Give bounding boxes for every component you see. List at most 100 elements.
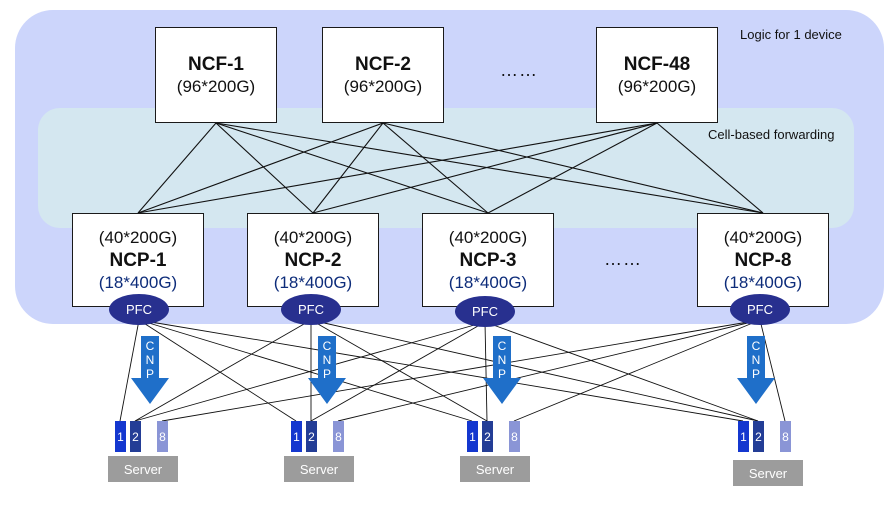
cnp-letter: P (498, 367, 506, 381)
pfc-badge-2: PFC (281, 294, 341, 325)
ncf-name: NCF-2 (355, 53, 411, 75)
access-link-ncp4-server3 (513, 319, 761, 422)
ncp-downlink: (18*400G) (448, 272, 528, 292)
cnp-letter: C (498, 339, 507, 353)
cnp-arrow-4: CNP (737, 336, 775, 404)
access-link-ncp3-server1 (134, 321, 486, 422)
cnp-letter: P (752, 367, 760, 381)
port-label: 2 (308, 429, 315, 444)
logic-label: Logic for 1 device (740, 27, 842, 42)
server-3: Server (460, 456, 530, 482)
access-link-ncp2-server1 (134, 319, 312, 422)
fabric-link-ncf1-ncp1 (137, 122, 217, 214)
cnp-arrow-shape (737, 336, 775, 404)
ncp-name: NCP-3 (459, 249, 517, 271)
access-link-ncp1-server2 (138, 319, 297, 422)
fabric-link-ncf3-ncp3 (487, 122, 658, 214)
fabric-link-ncf2-ncp3 (382, 122, 489, 214)
ncp-uplink: (40*200G) (723, 227, 803, 247)
server-4-port-1: 1 (738, 421, 749, 452)
ncf-capacity: (96*200G) (617, 76, 697, 96)
pfc-badge-3: PFC (455, 296, 515, 327)
cnp-letter: N (323, 353, 332, 367)
ncp-uplink: (40*200G) (98, 227, 178, 247)
port-label: 1 (117, 429, 124, 444)
cnp-arrow-1: CNP (131, 336, 169, 404)
ncf-capacity: (96*200G) (343, 76, 423, 96)
server-1-port-8: 8 (157, 421, 168, 452)
cnp-letter: C (323, 339, 332, 353)
port-label: 2 (484, 429, 491, 444)
cnp-letter: C (146, 339, 155, 353)
ncf-box-48: NCF-48 (96*200G) (596, 27, 718, 123)
server-2-port-1: 1 (291, 421, 302, 452)
cnp-letter: C (752, 339, 761, 353)
fabric-link-ncf1-ncp4 (215, 122, 764, 214)
cnp-letter: P (146, 367, 154, 381)
server-4-port-2: 2 (753, 421, 764, 452)
ncp-ellipsis: …… (604, 249, 642, 269)
server-4: Server (733, 460, 803, 486)
ncf-name: NCF-1 (188, 53, 244, 75)
ncp-box-2: (40*200G) NCP-2 (18*400G) (247, 213, 379, 307)
server-1: Server (108, 456, 178, 482)
pfc-badge-1: PFC (109, 294, 169, 325)
ncf-ellipsis: …… (500, 60, 538, 80)
ncp-name: NCP-1 (109, 249, 167, 271)
fabric-link-ncf2-ncp1 (137, 122, 384, 214)
ncp-downlink: (18*400G) (273, 272, 353, 292)
fabric-link-ncf2-ncp2 (312, 122, 384, 214)
access-link-ncp3-server3 (484, 321, 488, 422)
ncp-box-1: (40*200G) NCP-1 (18*400G) (72, 213, 204, 307)
ncp-uplink: (40*200G) (273, 227, 353, 247)
access-link-ncp4-server2 (337, 319, 761, 422)
ncp-uplink: (40*200G) (448, 227, 528, 247)
fabric-link-ncf1-ncp2 (215, 122, 314, 214)
fabric-link-ncf1-ncp3 (215, 122, 489, 214)
fabric-link-ncf3-ncp4 (656, 122, 764, 214)
port-label: 2 (755, 429, 762, 444)
ncp-downlink: (18*400G) (98, 272, 178, 292)
ncf-box-1: NCF-1 (96*200G) (155, 27, 277, 123)
access-link-ncp1-server4 (138, 319, 744, 422)
ncf-name: NCF-48 (623, 53, 691, 75)
server-3-port-8: 8 (509, 421, 520, 452)
server-2-port-2: 2 (306, 421, 317, 452)
ncp-name: NCP-8 (734, 249, 792, 271)
cnp-arrow-shape (308, 336, 346, 404)
ncp-downlink: (18*400G) (723, 272, 803, 292)
server-3-port-2: 2 (482, 421, 493, 452)
port-label: 8 (511, 429, 518, 444)
port-label: 1 (740, 429, 747, 444)
cnp-arrow-shape (483, 336, 521, 404)
ncp-name: NCP-2 (284, 249, 342, 271)
access-link-ncp1-server3 (138, 319, 473, 422)
ncp-box-3: (40*200G) NCP-3 (18*400G) (422, 213, 554, 307)
server-2-port-8: 8 (333, 421, 344, 452)
access-link-ncp3-server4 (484, 321, 759, 422)
server-3-port-1: 1 (467, 421, 478, 452)
access-link-ncp3-server2 (310, 321, 486, 422)
port-label: 8 (335, 429, 342, 444)
port-label: 8 (159, 429, 166, 444)
ncf-box-2: NCF-2 (96*200G) (322, 27, 444, 123)
cnp-arrow-3: CNP (483, 336, 521, 404)
access-link-ncp1-server1 (119, 319, 140, 422)
cell-forwarding-label: Cell-based forwarding (708, 127, 835, 142)
cnp-letter: P (323, 367, 331, 381)
fabric-link-ncf3-ncp2 (312, 122, 658, 214)
pfc-badge-8: PFC (730, 294, 790, 325)
ncf-capacity: (96*200G) (176, 76, 256, 96)
server-4-port-8: 8 (780, 421, 791, 452)
server-2: Server (284, 456, 354, 482)
cnp-letter: N (752, 353, 761, 367)
cnp-arrow-2: CNP (308, 336, 346, 404)
port-label: 1 (293, 429, 300, 444)
ncp-box-8: (40*200G) NCP-8 (18*400G) (697, 213, 829, 307)
access-link-ncp2-server4 (310, 319, 759, 422)
port-label: 2 (132, 429, 139, 444)
cell-forwarding-region (38, 108, 854, 228)
